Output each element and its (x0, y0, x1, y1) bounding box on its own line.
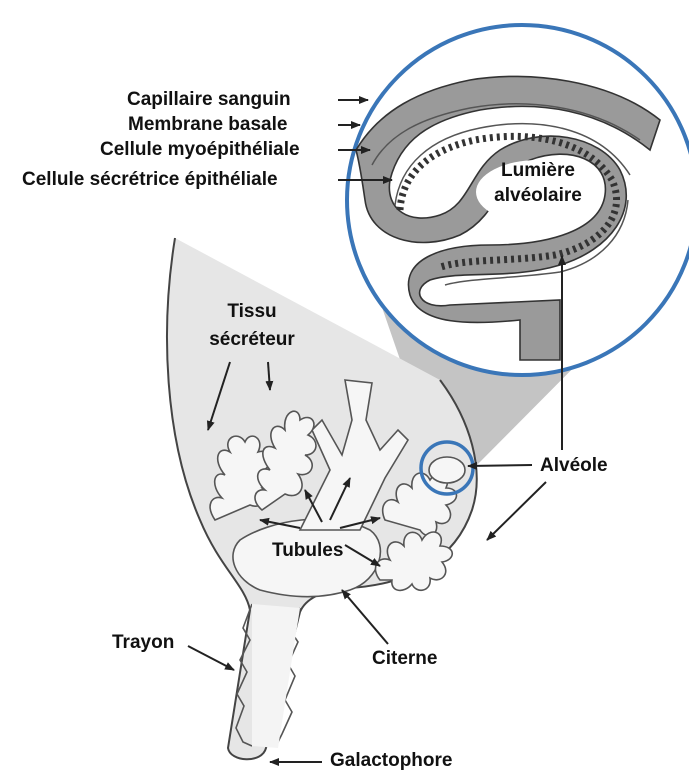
arrow-trayon (188, 646, 234, 670)
label-cellule-secretrice: Cellule sécrétrice épithéliale (22, 169, 278, 191)
label-trayon: Trayon (112, 632, 174, 654)
label-lumiere-alveolaire: Lumière alvéolaire (478, 158, 598, 208)
label-membrane-basale: Membrane basale (128, 114, 287, 136)
arrow-citerne (342, 590, 388, 644)
label-capillaire-sanguin: Capillaire sanguin (127, 89, 291, 111)
label-galactophore: Galactophore (330, 750, 452, 772)
label-cellule-myoepitheliale: Cellule myoépithéliale (100, 139, 300, 161)
label-tissu-secreteur: Tissu sécréteur (192, 298, 312, 354)
label-tubules: Tubules (272, 540, 343, 562)
teat-canal-fill (252, 604, 300, 748)
label-alveole: Alvéole (540, 455, 608, 477)
alveole-small (429, 457, 465, 483)
label-citerne: Citerne (372, 648, 437, 670)
arrow-alveole-small (468, 465, 532, 466)
arrow-alveole-lower (487, 482, 546, 540)
